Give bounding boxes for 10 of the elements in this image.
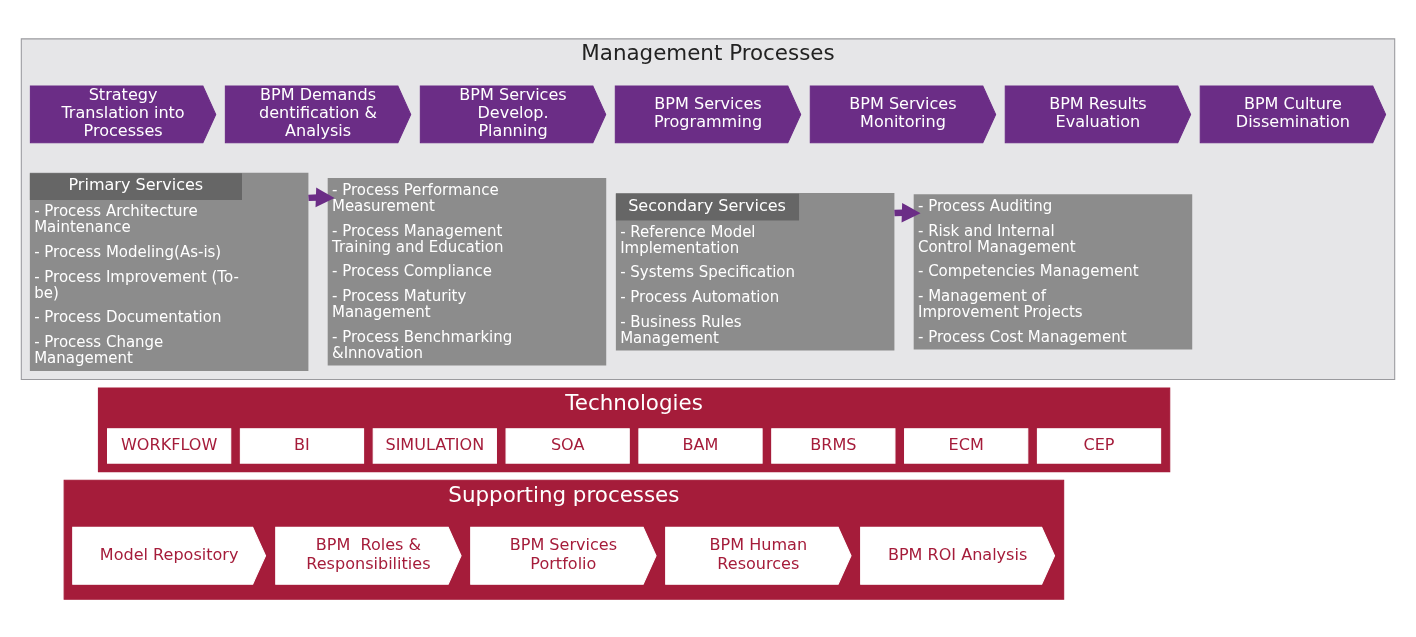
node-box: BI [239,427,365,464]
node-box: SIMULATION [372,427,497,464]
node-box: CEP [1036,427,1162,464]
node-box: BRMS [771,427,896,464]
node-box: WORKFLOW [107,427,232,464]
node-box: SOA [505,427,630,464]
node-box: BAM [638,427,763,464]
node-box: ECM [904,427,1029,464]
node-box: - Process Auditing - Risk and Internal Control Management - Competencies Management - Management of Improvement Projects - Process Cost Management [913,193,1193,350]
node-box: - Process Performance Measurement - Process Management Training and Education - Process Compliance - Process Maturity Management - Process Benchmarking &Innovation [327,177,607,366]
